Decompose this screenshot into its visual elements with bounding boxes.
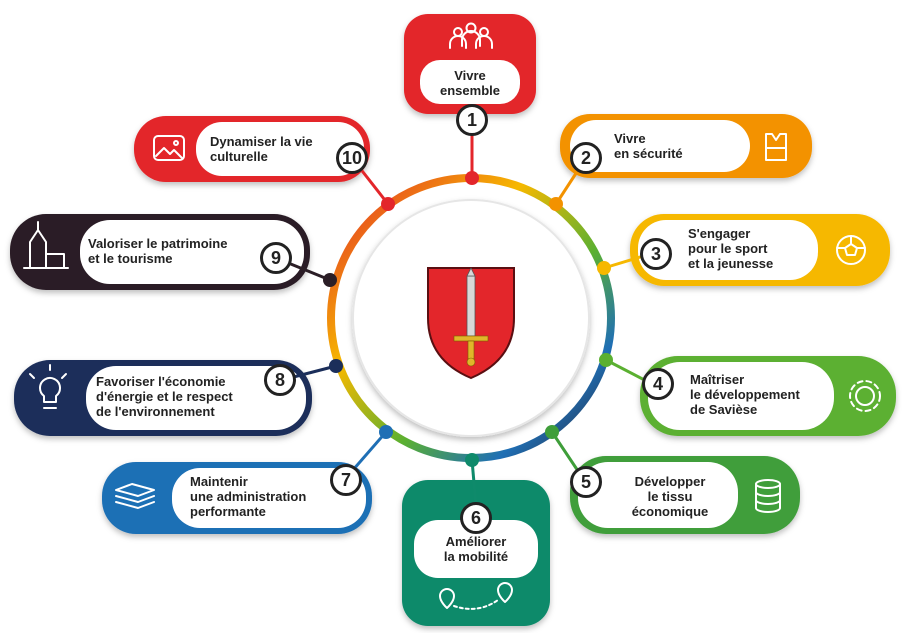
- documents-icon: [115, 483, 155, 509]
- church-icon: [23, 221, 69, 269]
- coins-icon: [755, 479, 781, 513]
- goal-9-card: [10, 214, 310, 290]
- goal-6-card: [402, 480, 550, 626]
- goal-4-number: 4: [642, 368, 674, 400]
- goal-7-card: [102, 462, 372, 534]
- goal-4-card: [640, 356, 896, 436]
- goal-5-number: 5: [570, 466, 602, 498]
- goal-3-number: 3: [640, 238, 672, 270]
- goal-10-card: [134, 116, 370, 182]
- gear-icon: [849, 380, 881, 412]
- goal-10-number: 10: [336, 142, 368, 174]
- goal-7-number: 7: [330, 464, 362, 496]
- goal-9-number: 9: [260, 242, 292, 274]
- goal-2-number: 2: [570, 142, 602, 174]
- safety-vest-icon: [765, 133, 787, 161]
- goal-8-number: 8: [264, 364, 296, 396]
- goal-3-card: [630, 214, 890, 286]
- lightbulb-icon: [29, 364, 67, 409]
- goal-2-card: [560, 114, 812, 178]
- route-icon: [439, 582, 513, 610]
- coat-of-arms: [427, 267, 515, 380]
- goal-5-card: [570, 456, 800, 534]
- people-group-icon: [449, 22, 493, 49]
- ring-nodes: [323, 171, 613, 467]
- soccer-ball-icon: [836, 235, 866, 265]
- goal-1-card: [404, 14, 536, 114]
- picture-icon: [153, 135, 185, 161]
- goal-1-number: 1: [456, 104, 488, 136]
- goal-6-number: 6: [460, 502, 492, 534]
- goal-8-card: [14, 360, 312, 436]
